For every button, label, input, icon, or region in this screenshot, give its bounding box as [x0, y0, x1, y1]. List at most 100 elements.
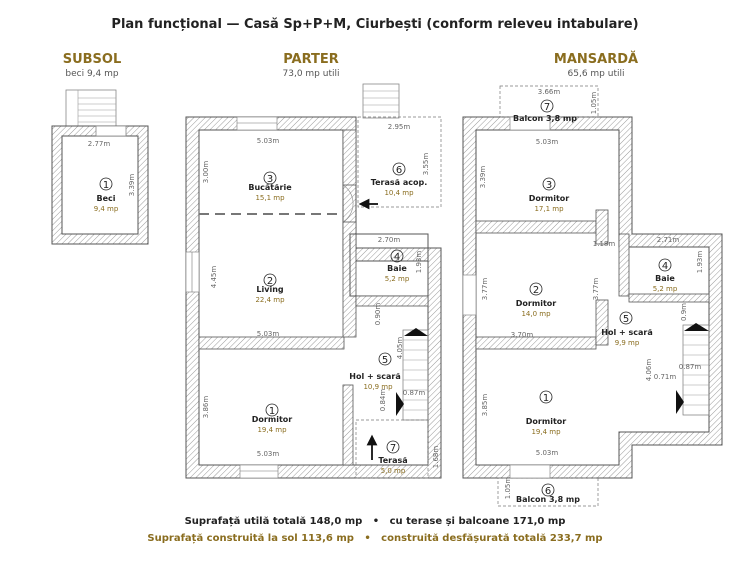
dim-mansarda: 0.9m — [680, 303, 688, 321]
dim-parter: 0.90m — [374, 303, 382, 326]
room-marker-parter-4: 4 — [390, 249, 404, 263]
room-marker-parter-6: 6 — [392, 162, 406, 176]
summary-line-1: Suprafață utilă totală 148,0 mp • cu ter… — [185, 516, 566, 527]
dim-subsol-width: 2.77m — [88, 140, 111, 148]
dim-parter: 2.70m — [378, 236, 401, 244]
dim-parter: 5.03m — [257, 137, 280, 145]
floor-title-mansarda: MANSARDĂ — [554, 51, 638, 67]
room-name: Hol + scară — [601, 328, 652, 337]
room-name: Baie — [387, 264, 407, 273]
dim-mansarda: 3.70m — [511, 331, 534, 339]
dim-parter: 4.05m — [396, 337, 404, 360]
mansarda-plan — [462, 85, 723, 507]
dim-parter: 5.03m — [257, 450, 280, 458]
dim-mansarda: 1.05m — [504, 477, 512, 500]
dim-parter: 5.03m — [257, 330, 280, 338]
dim-mansarda: 1.93m — [696, 251, 704, 274]
room-name: Terasă — [378, 456, 407, 465]
room-area: 10,9 mp — [363, 383, 393, 391]
summary-line-2: Suprafață construită la sol 113,6 mp • c… — [147, 533, 602, 544]
room-name: Hol + scară — [349, 372, 400, 381]
room-marker-parter-3: 3 — [263, 171, 277, 185]
room-number: 1 — [269, 406, 275, 417]
room-area: 15,1 mp — [255, 194, 285, 202]
room-marker-mansarda-7: 7 — [540, 99, 554, 113]
subsol-stair — [65, 89, 117, 127]
dim-mansarda: 0.87m — [679, 363, 702, 371]
dim-parter: 4.45m — [210, 266, 218, 289]
room-marker-mansarda-2: 2 — [529, 282, 543, 296]
parter-plan — [185, 83, 442, 479]
room-number: 1 — [543, 393, 549, 404]
room-number: 4 — [394, 252, 400, 263]
room-marker-parter-7: 7 — [386, 440, 400, 454]
room-number: 1 — [103, 180, 109, 191]
dim-mansarda: 5.03m — [536, 138, 559, 146]
dim-parter: 3.86m — [202, 396, 210, 419]
dim-mansarda: 5.03m — [536, 449, 559, 457]
room-number: 2 — [533, 285, 539, 296]
room-area: 5,2 mp — [653, 285, 678, 293]
dim-parter: 3.55m — [422, 153, 430, 176]
dim-mansarda: 3.39m — [479, 166, 487, 189]
room-marker-mansarda-3: 3 — [542, 177, 556, 191]
dim-parter: 0.84m — [379, 389, 387, 412]
floor-subtitle-mansarda: 65,6 mp utili — [568, 69, 625, 79]
room-area: 22,4 mp — [255, 296, 285, 304]
room-area: 19,4 mp — [257, 426, 287, 434]
room-name: Dormitor — [529, 194, 569, 203]
room-name: Balcon 3,8 mp — [516, 495, 580, 504]
dim-mansarda: 3.66m — [538, 88, 561, 96]
room-area: 9,4 mp — [94, 205, 119, 213]
room-number: 2 — [267, 276, 273, 287]
dim-subsol-height: 3.39m — [128, 174, 136, 197]
floor-title-parter: PARTER — [283, 52, 339, 67]
floor-title-subsol: SUBSOL — [63, 52, 122, 67]
room-marker-parter-1: 1 — [265, 403, 279, 417]
dim-mansarda: 3.85m — [481, 394, 489, 417]
room-name: Living — [256, 285, 283, 294]
dim-mansarda: 1.18m — [593, 240, 616, 248]
dim-mansarda: 0.71m — [654, 373, 677, 381]
room-name: Terasă acop. — [371, 178, 428, 187]
dim-parter: 3.00m — [202, 161, 210, 184]
room-marker-mansarda-1: 1 — [539, 390, 553, 404]
room-area: 5,0 mp — [381, 467, 406, 475]
room-name: Dormitor — [526, 417, 566, 426]
room-number: 7 — [390, 443, 396, 454]
room-number: 6 — [396, 165, 402, 176]
dim-mansarda: 3.77m — [592, 278, 600, 301]
dim-mansarda: 3.77m — [481, 278, 489, 301]
dim-parter: 1.93m — [415, 251, 423, 274]
room-marker-mansarda-4: 4 — [658, 258, 672, 272]
room-area: 19,4 mp — [531, 428, 561, 436]
room-number: 5 — [382, 355, 388, 366]
floor-subtitle-subsol: beci 9,4 mp — [65, 69, 119, 79]
room-marker-parter-5: 5 — [378, 352, 392, 366]
room-number: 3 — [267, 174, 273, 185]
room-number: 4 — [662, 261, 668, 272]
room-area: 5,2 mp — [385, 275, 410, 283]
room-marker-mansarda-6: 6 — [541, 483, 555, 497]
dim-parter: 2.95m — [388, 123, 411, 131]
room-name: Balcon 3,8 mp — [513, 114, 577, 123]
floor-subtitle-parter: 73,0 mp utili — [283, 69, 340, 79]
room-area: 9,9 mp — [615, 339, 640, 347]
room-name: Beci — [96, 194, 115, 203]
room-area: 14,0 mp — [521, 310, 551, 318]
dim-mansarda: 2.71m — [657, 236, 680, 244]
page-title: Plan funcțional — Casă Sp+P+M, Ciurbești… — [111, 17, 638, 32]
room-number: 7 — [544, 102, 550, 113]
dim-mansarda: 4.06m — [645, 359, 653, 382]
room-number: 6 — [545, 486, 551, 497]
room-name: Baie — [655, 274, 675, 283]
room-name: Dormitor — [516, 299, 556, 308]
subsol-plan — [51, 89, 149, 245]
room-area: 17,1 mp — [534, 205, 564, 213]
room-number: 5 — [623, 314, 629, 325]
dim-parter: 1.68m — [432, 446, 440, 469]
room-name: Dormitor — [252, 415, 292, 424]
room-area: 10,4 mp — [384, 189, 414, 197]
room-name: Bucătărie — [248, 183, 292, 192]
